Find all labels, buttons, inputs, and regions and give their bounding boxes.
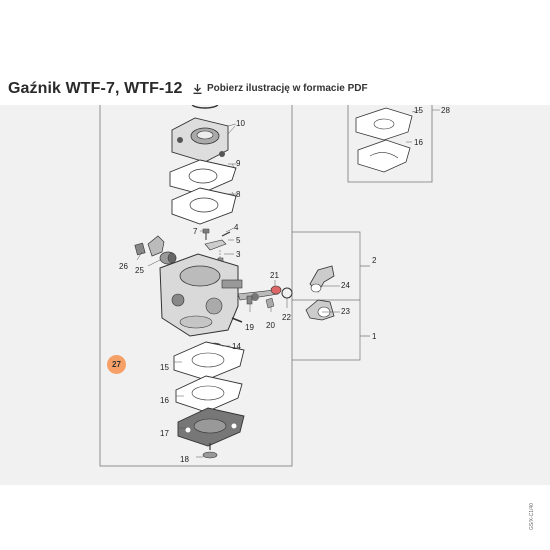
- part-label-16-kit[interactable]: 16: [414, 138, 423, 147]
- kit-diaphragm-part: [355, 107, 413, 141]
- throttle-lever-24: [309, 265, 335, 293]
- part-label-16[interactable]: 16: [160, 396, 169, 405]
- part-label-5[interactable]: 5: [236, 236, 241, 245]
- part-label-1[interactable]: 1: [372, 332, 377, 341]
- part-label-4[interactable]: 4: [234, 223, 239, 232]
- download-pdf-label: Pobierz ilustrację w formacie PDF: [207, 83, 368, 94]
- part-label-21[interactable]: 21: [270, 271, 279, 280]
- part-label-17[interactable]: 17: [160, 429, 169, 438]
- part-label-10[interactable]: 10: [236, 119, 245, 128]
- carburetor-body-part: [159, 253, 279, 337]
- choke-lever-part: [134, 235, 177, 265]
- part-label-14[interactable]: 14: [232, 342, 241, 351]
- highlighted-part-label: 27: [112, 360, 121, 369]
- part-label-26[interactable]: 26: [119, 262, 128, 271]
- pump-gasket-part: [171, 187, 237, 225]
- drawing-code: GS/X-C1/40: [529, 503, 535, 530]
- part-label-25[interactable]: 25: [135, 266, 144, 275]
- part-label-15-kit[interactable]: 15: [414, 106, 423, 115]
- part-label-3[interactable]: 3: [236, 250, 241, 259]
- part-label-18[interactable]: 18: [180, 455, 189, 464]
- highlighted-part-badge[interactable]: 27: [107, 355, 126, 374]
- part-label-15[interactable]: 15: [160, 363, 169, 372]
- part-label-20[interactable]: 20: [266, 321, 275, 330]
- part-label-2[interactable]: 2: [372, 256, 377, 265]
- pump-cover-part: [171, 117, 236, 163]
- cover-screw-part: [202, 443, 218, 459]
- diagram-area: 10 9 8 7 4 5 3 26 25 21 24 23 19 20 22 1…: [0, 105, 550, 530]
- throttle-small-parts: [246, 285, 293, 309]
- part-label-23[interactable]: 23: [341, 307, 350, 316]
- metering-gasket-part: [175, 375, 243, 413]
- part-label-19[interactable]: 19: [245, 323, 254, 332]
- carburetor-exploded-view: 10 9 8 7 4 5 3 26 25 21 24 23 19 20 22 1…: [99, 105, 450, 467]
- pump-diaphragm-part: [169, 159, 237, 195]
- metering-cover-part: [177, 407, 245, 447]
- part-label-22[interactable]: 22: [282, 313, 291, 322]
- metering-diaphragm-part: [173, 341, 245, 381]
- part-label-7[interactable]: 7: [193, 227, 198, 236]
- throttle-lever-23: [305, 299, 335, 321]
- part-label-28[interactable]: 28: [441, 106, 450, 115]
- page-title: Gaźnik WTF-7, WTF-12: [8, 80, 183, 97]
- part-label-24[interactable]: 24: [341, 281, 350, 290]
- part-label-9[interactable]: 9: [236, 159, 241, 168]
- kit-gasket-part: [357, 139, 411, 173]
- page-header: Gaźnik WTF-7, WTF-12 Pobierz ilustrację …: [0, 78, 550, 104]
- part-label-8[interactable]: 8: [236, 190, 241, 199]
- download-icon: [193, 83, 202, 94]
- download-pdf-link[interactable]: Pobierz ilustrację w formacie PDF: [193, 83, 368, 94]
